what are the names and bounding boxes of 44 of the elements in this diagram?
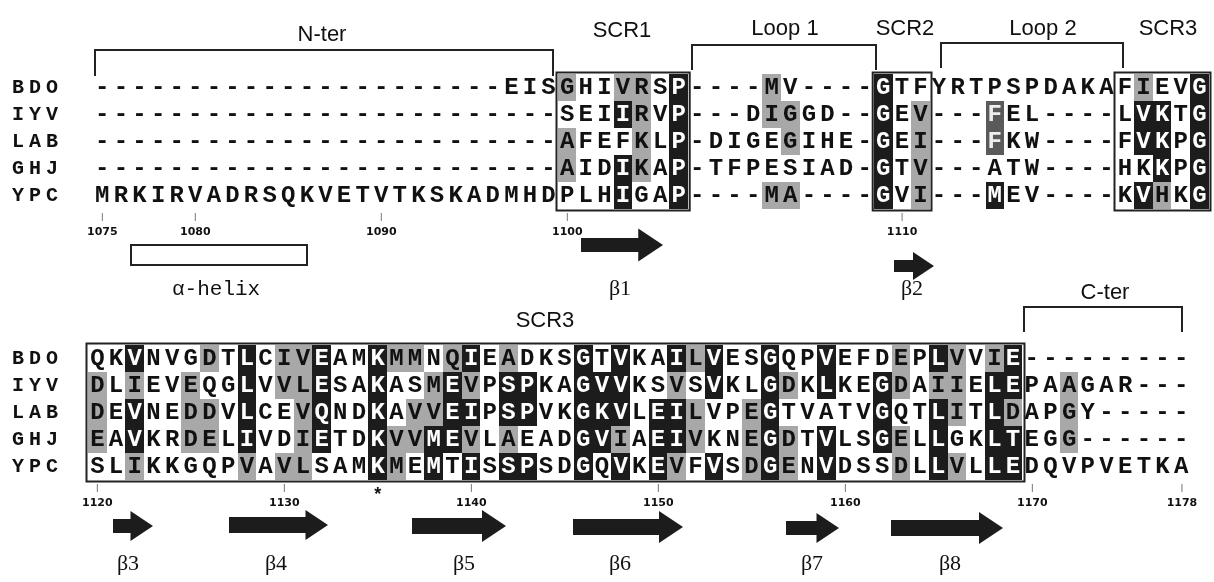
conserved-region-box [871, 71, 933, 212]
region-label: SCR3 [1138, 15, 1198, 41]
sequence-name: LAB [12, 129, 63, 155]
residue-number: 1130 [269, 495, 300, 509]
sequence-name: IYV [12, 102, 63, 128]
strand-label: β4 [264, 550, 288, 576]
conserved-region-box [555, 71, 691, 212]
helix-label: α-helix [172, 278, 261, 301]
sequence-name: GHJ [12, 156, 63, 182]
region-label: Loop 1 [751, 15, 819, 41]
sequence-name: YPC [12, 183, 63, 209]
region-label: SCR2 [875, 15, 935, 41]
residue-number: 1075 [87, 224, 118, 238]
strand-label: β3 [116, 550, 140, 576]
strand-label: β8 [938, 550, 962, 576]
region-label: SCR3 [515, 307, 575, 333]
conserved-region-box [1113, 71, 1212, 212]
sequence-name: BDO [12, 75, 63, 101]
region-label: SCR1 [592, 17, 652, 43]
strand-label: β1 [608, 275, 632, 301]
residue-number: 1170 [1017, 495, 1048, 509]
residue-number: 1160 [830, 495, 861, 509]
strand-label: β2 [900, 275, 924, 301]
residue-number: 1150 [643, 495, 674, 509]
residue-number: 1120 [82, 495, 113, 509]
region-label: N-ter [297, 21, 347, 47]
region-label: C-ter [1080, 279, 1130, 305]
sequence-name: LAB [12, 400, 63, 426]
sequence-name: BDO [12, 346, 63, 372]
strand-label: β6 [608, 550, 632, 576]
strand-label: β5 [452, 550, 476, 576]
sequence-name: IYV [12, 373, 63, 399]
sequence-name: GHJ [12, 427, 63, 453]
conserved-region-box [85, 342, 1026, 483]
sequence-name: YPC [12, 454, 63, 480]
residue-number: 1100 [552, 224, 583, 238]
residue-number: 1110 [886, 224, 918, 238]
residue-number: 1080 [180, 224, 211, 238]
marker-asterisk: * [374, 483, 382, 505]
strand-label: β7 [800, 550, 824, 576]
residue-number: 1178 [1166, 495, 1198, 509]
residue-number: 1090 [366, 224, 397, 238]
residue-number: 1140 [456, 495, 487, 509]
region-label: Loop 2 [1009, 15, 1077, 41]
